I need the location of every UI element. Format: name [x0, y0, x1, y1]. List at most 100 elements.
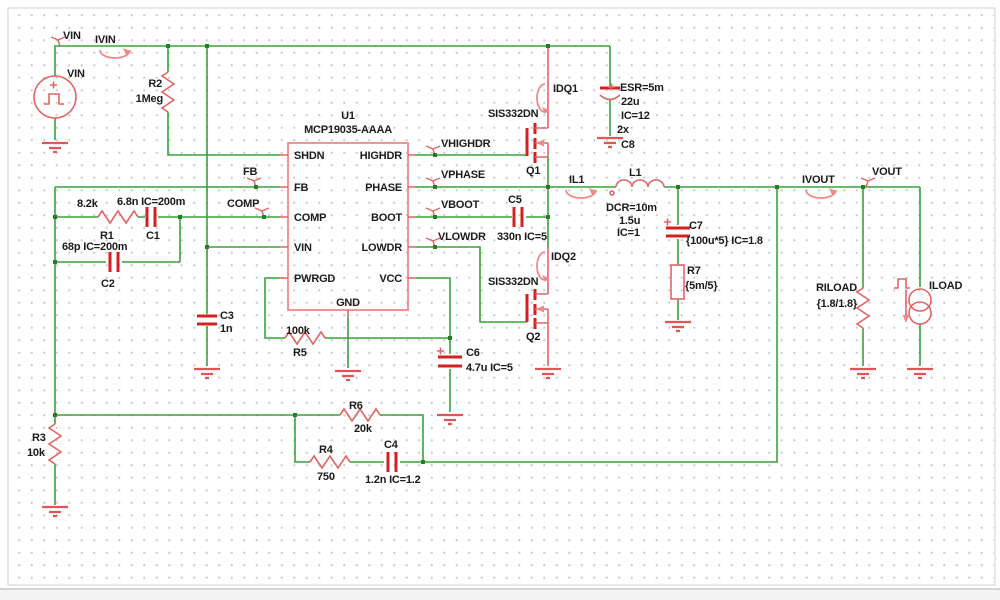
- net-flag-comp[interactable]: COMP: [227, 198, 270, 218]
- probe-label[interactable]: IVOUT: [802, 174, 835, 186]
- net-flag-label[interactable]: FB: [243, 166, 258, 178]
- current-probe-ivin[interactable]: IVIN: [95, 34, 131, 59]
- source-name-label[interactable]: VIN: [67, 68, 85, 80]
- net-flag-label[interactable]: COMP: [227, 198, 259, 210]
- net-flag-vboot[interactable]: VBOOT: [425, 199, 480, 218]
- current-source-icon[interactable]: [908, 288, 932, 312]
- resistor-riload[interactable]: RILOAD {1.8/1.8}: [816, 282, 871, 329]
- capacitor-c6[interactable]: C6 4.7u IC=5: [437, 347, 513, 374]
- capacitor-icon[interactable]: [666, 226, 690, 238]
- resistor-ref[interactable]: R3: [32, 432, 46, 444]
- resistor-ref[interactable]: R7: [687, 265, 701, 277]
- resistor-r5[interactable]: 100k R5: [284, 325, 326, 359]
- resistor-ref[interactable]: RILOAD: [816, 282, 857, 294]
- net-flag-vphase[interactable]: VPHASE: [425, 169, 485, 188]
- capacitor-ref[interactable]: C6: [466, 347, 480, 359]
- net-flag-vin[interactable]: VIN: [50, 30, 81, 47]
- resistor-r4[interactable]: R4 750: [309, 444, 351, 483]
- resistor-icon[interactable]: [284, 330, 326, 346]
- current-probe-ivout[interactable]: IVOUT: [802, 174, 837, 199]
- resistor-ref[interactable]: R1: [100, 230, 114, 242]
- capacitor-icon[interactable]: [197, 314, 217, 326]
- capacitor-value[interactable]: 330n IC=5: [497, 231, 547, 243]
- voltage-source-vin[interactable]: VIN: [33, 68, 85, 119]
- mosfet-q2[interactable]: SIS332DN Q2: [488, 248, 549, 366]
- capacitor-icon[interactable]: [512, 207, 524, 227]
- resistor-r3[interactable]: R3 10k: [27, 423, 63, 465]
- resistor-icon[interactable]: [855, 287, 871, 329]
- resistor-r2[interactable]: R2 1Meg: [136, 71, 176, 113]
- chip-ref[interactable]: U1: [341, 110, 355, 122]
- probe-label[interactable]: IL1: [569, 174, 585, 186]
- net-flag-label[interactable]: VPHASE: [441, 169, 485, 181]
- net-flag-label[interactable]: VOUT: [872, 166, 902, 178]
- ground-symbols[interactable]: [42, 136, 933, 518]
- capacitor-ref[interactable]: C8: [621, 139, 635, 151]
- capacitor-icon[interactable]: [108, 252, 120, 272]
- net-flag-vout[interactable]: VOUT: [860, 166, 902, 188]
- current-probe-idq1[interactable]: IDQ1: [536, 83, 578, 114]
- inductor-l1[interactable]: L1 DCR=10m 1.5u IC=1: [606, 167, 665, 239]
- resistor-icon[interactable]: [309, 454, 351, 470]
- resistor-value[interactable]: {1.8/1.8}: [817, 298, 859, 310]
- resistor-ref[interactable]: R2: [148, 78, 162, 90]
- net-flag-vlowdr[interactable]: VLOWDR: [425, 231, 486, 248]
- mosfet-part[interactable]: SIS332DN: [488, 108, 539, 120]
- resistor-icon[interactable]: [160, 71, 176, 113]
- capacitor-c1[interactable]: 6.8n IC=200m C1: [117, 196, 186, 242]
- capacitor-ref[interactable]: C4: [384, 439, 399, 451]
- mosfet-part[interactable]: SIS332DN: [488, 276, 539, 288]
- resistor-icon[interactable]: [339, 407, 381, 423]
- mosfet-q1[interactable]: SIS332DN Q1: [488, 46, 549, 177]
- resistor-value[interactable]: {5m/5}: [685, 280, 719, 292]
- capacitor-value[interactable]: 4.7u IC=5: [466, 362, 513, 374]
- net-flag-label[interactable]: VLOWDR: [438, 231, 486, 243]
- resistor-r7[interactable]: R7 {5m/5}: [670, 264, 719, 300]
- capacitor-ref[interactable]: C5: [508, 194, 522, 206]
- capacitor-ref[interactable]: C3: [220, 310, 234, 322]
- wire-vcc-pwrgd-net[interactable]: [264, 277, 451, 412]
- resistor-r6[interactable]: R6 20k: [339, 400, 381, 435]
- capacitor-c8[interactable]: ESR=5m 22u IC=12 2x C8: [599, 82, 664, 151]
- net-flag-vhighdr[interactable]: VHIGHDR: [425, 138, 491, 156]
- probe-label[interactable]: IDQ1: [553, 83, 578, 95]
- resistor-box-icon[interactable]: [670, 264, 685, 300]
- inductor-ref[interactable]: L1: [629, 167, 642, 179]
- wires[interactable]: [54, 45, 921, 505]
- inductor-dcr[interactable]: DCR=10m: [606, 202, 657, 214]
- resistor-value[interactable]: 750: [317, 471, 335, 483]
- capacitor-ic[interactable]: IC=12: [621, 110, 650, 122]
- resistor-ref[interactable]: R6: [349, 400, 363, 412]
- capacitor-c5[interactable]: C5 330n IC=5: [497, 194, 547, 243]
- resistor-value[interactable]: 100k: [286, 325, 311, 337]
- capacitor-ref[interactable]: C2: [101, 278, 115, 290]
- net-flag-fb[interactable]: FB: [243, 166, 262, 188]
- capacitor-c7[interactable]: C7 {100u*5} IC=1.8: [664, 218, 763, 248]
- mosfet-ref[interactable]: Q2: [526, 331, 541, 343]
- mosfet-icon[interactable]: [525, 123, 537, 163]
- capacitor-ref[interactable]: C1: [146, 230, 160, 242]
- wire-input-net[interactable]: [54, 45, 611, 366]
- capacitor-c4[interactable]: C4 1.2n IC=1.2: [365, 439, 421, 486]
- resistor-r1[interactable]: 8.2k R1: [77, 198, 139, 242]
- capacitor-value[interactable]: 1.2n IC=1.2: [365, 474, 421, 486]
- resistor-value[interactable]: 10k: [27, 447, 46, 459]
- capacitor-icon[interactable]: [145, 207, 157, 227]
- probe-label[interactable]: IDQ2: [551, 251, 576, 263]
- voltage-source-icon[interactable]: [33, 75, 77, 119]
- wire-feedback-net[interactable]: [54, 186, 295, 505]
- capacitor-c3[interactable]: C3 1n: [197, 310, 234, 335]
- wire-divider-net[interactable]: [294, 187, 778, 463]
- inductor-icon[interactable]: [615, 179, 665, 188]
- capacitor-value[interactable]: 1n: [220, 323, 233, 335]
- wire-output-net[interactable]: [548, 186, 921, 366]
- resistor-icon[interactable]: [47, 423, 63, 465]
- inductor-value[interactable]: 1.5u: [619, 215, 640, 227]
- capacitor-icon[interactable]: [438, 355, 462, 368]
- capacitor-ref[interactable]: C7: [689, 220, 703, 232]
- capacitor-value[interactable]: 6.8n IC=200m: [117, 196, 186, 208]
- capacitor-value[interactable]: {100u*5} IC=1.8: [686, 235, 763, 247]
- resistor-icon[interactable]: [97, 209, 139, 225]
- net-flag-label[interactable]: VIN: [63, 30, 81, 42]
